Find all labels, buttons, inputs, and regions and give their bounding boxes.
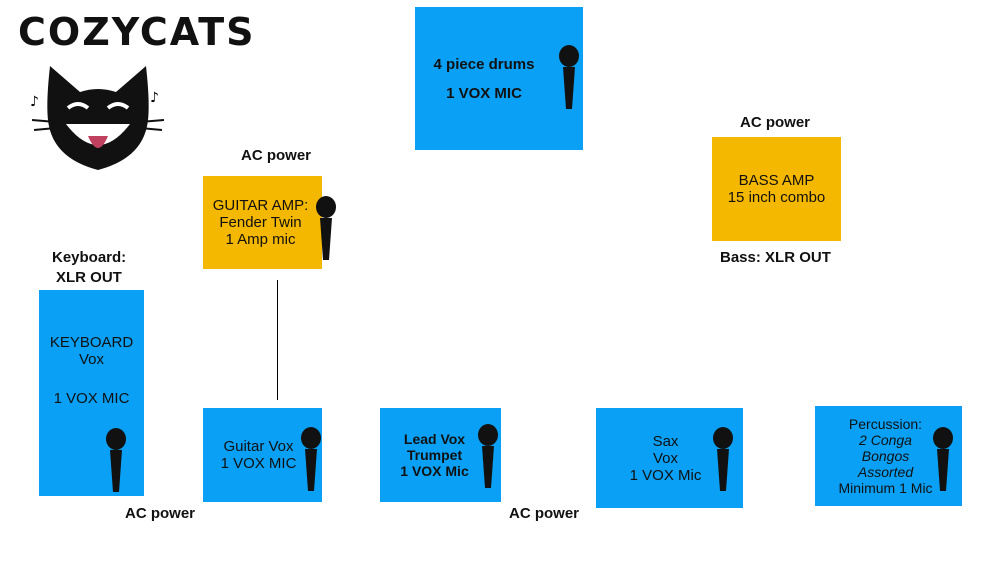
guitar-vox-power-label: AC power [125,505,196,522]
percussion-assorted: Assorted [857,464,914,480]
keyboard-out-label-1: Keyboard: [52,249,127,266]
percussion-mic: Minimum 1 Mic [838,480,933,496]
bass-out-label: Bass: XLR OUT [720,249,831,266]
drums-mic-label: 1 VOX MIC [446,84,522,102]
sax-mic: 1 VOX Mic [629,466,702,484]
laughing-cat-icon: ♪ ♪ [30,66,165,170]
microphone-icon [478,424,498,488]
keyboard-box: KEYBOARD Vox 1 VOX MIC [39,290,144,496]
logo-wordmark: COZYCATS [18,10,256,54]
percussion-conga: 2 Conga [859,432,912,448]
percussion-bongos: Bongos [861,448,910,464]
lead-vox-box: Lead Vox Trumpet 1 VOX Mic [380,408,501,502]
sax-vox: Vox [652,449,679,467]
guitar-amp-mic: 1 Amp mic [225,231,296,248]
guitar-amp-box: GUITAR AMP: Fender Twin 1 Amp mic [203,176,322,269]
guitar-vox-box: Guitar Vox 1 VOX MIC [203,408,322,502]
guitar-vox-title: Guitar Vox [223,438,294,455]
drums-label: 4 piece drums [433,55,535,73]
keyboard-title: KEYBOARD [49,334,134,351]
keyboard-mic: 1 VOX MIC [53,390,130,407]
keyboard-vox: Vox [78,351,105,368]
microphone-icon [301,427,321,491]
lead-vox-mic: 1 VOX Mic [400,463,469,479]
lead-vox-power-label: AC power [509,505,580,522]
bass-amp-box: BASS AMP 15 inch combo [712,137,841,241]
guitar-vox-mic: 1 VOX MIC [220,455,297,472]
guitar-amp-title: GUITAR AMP: [212,197,309,214]
bass-amp-power-label: AC power [740,114,811,131]
lead-vox-trumpet: Trumpet [406,447,463,463]
svg-text:♪: ♪ [150,90,159,106]
bass-amp-title: BASS AMP [738,172,815,189]
percussion-title: Percussion: [848,416,923,432]
sax-title: Sax [652,432,679,450]
microphone-icon [933,427,953,491]
lead-vox-title: Lead Vox [403,431,466,447]
connector-line [277,280,278,400]
microphone-icon [713,427,733,491]
keyboard-out-label-2: XLR OUT [56,269,122,286]
percussion-box: Percussion: 2 Conga Bongos Assorted Mini… [815,406,962,506]
bass-amp-model: 15 inch combo [727,189,826,206]
svg-text:♪: ♪ [30,94,39,110]
guitar-amp-model: Fender Twin [219,214,302,231]
drums-box: 4 piece drums 1 VOX MIC [415,7,583,150]
microphone-icon [316,196,336,260]
microphone-icon [559,45,579,109]
microphone-icon [106,428,126,492]
guitar-amp-power-label: AC power [241,147,312,164]
